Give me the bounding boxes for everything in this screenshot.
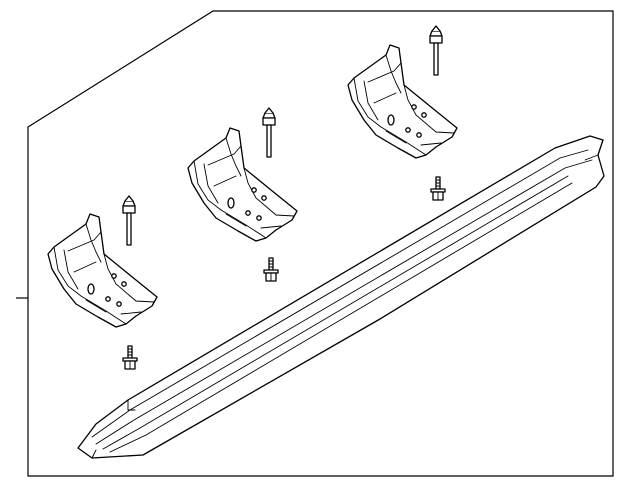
- lower-bolt-left: [122, 345, 138, 370]
- upper-bolt-middle: [262, 107, 276, 158]
- diagram-frame: [16, 10, 614, 477]
- mounting-bracket-left: [47, 213, 158, 328]
- upper-bolt-left: [122, 195, 136, 246]
- mounting-bracket-middle: [187, 127, 298, 242]
- lower-bolt-right: [430, 176, 446, 201]
- upper-bolt-right: [429, 25, 443, 76]
- mounting-bracket-right: [347, 44, 458, 159]
- running-board: [77, 135, 605, 459]
- lower-bolt-middle: [263, 257, 279, 282]
